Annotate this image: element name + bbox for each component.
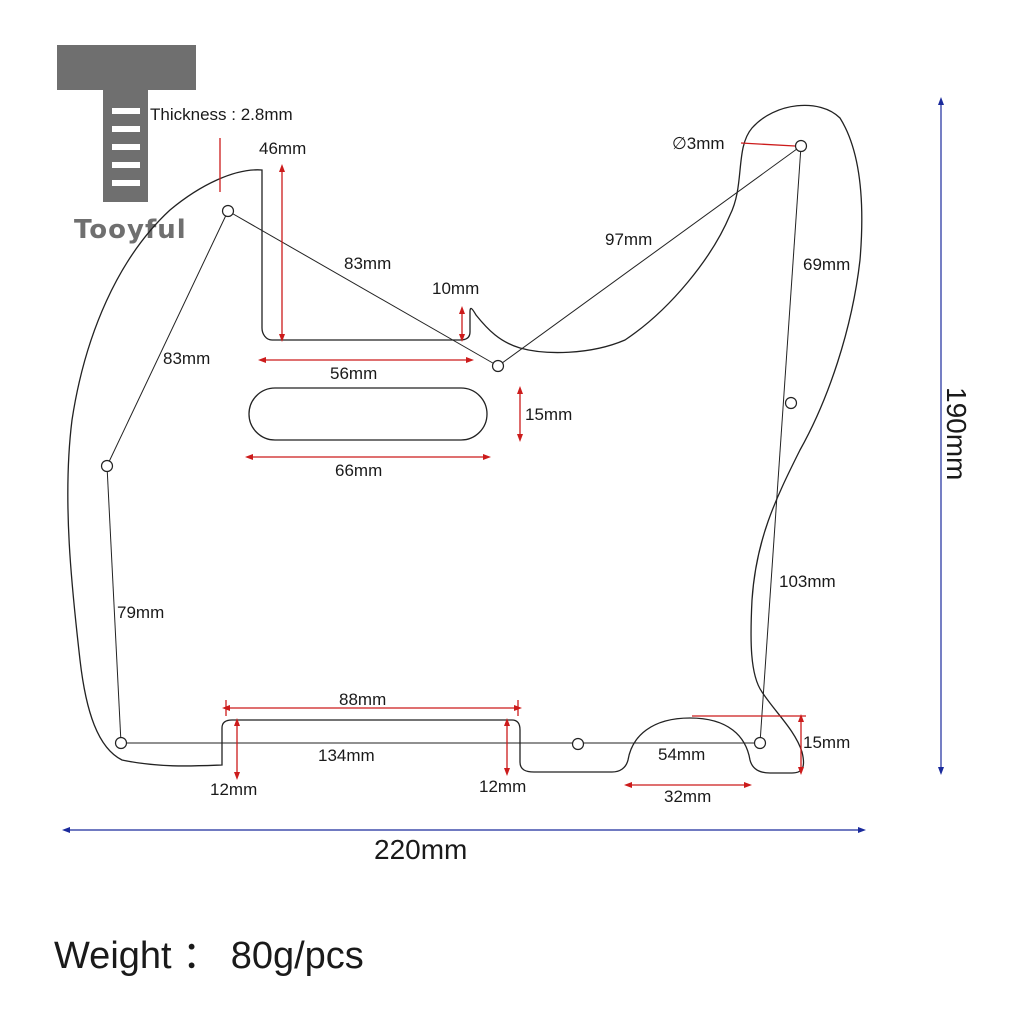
dim-83mm-left: 83mm [163, 349, 210, 368]
dim-190mm: 190mm [941, 387, 972, 480]
hole-connection-lines [106, 145, 802, 744]
dim-79mm: 79mm [117, 603, 164, 622]
screw-hole [491, 359, 505, 373]
weight-label: Weight ： 80g/pcs [54, 935, 364, 977]
dim-83mm-top: 83mm [344, 254, 391, 273]
thickness-label: Thickness : 2.8mm [150, 105, 293, 124]
screw-hole [784, 396, 798, 410]
screw-holes [100, 139, 808, 751]
dim-134mm: 134mm [318, 746, 375, 765]
dim-12mm-right: 12mm [479, 777, 526, 796]
dim-88mm: 88mm [339, 690, 386, 709]
dim-32mm: 32mm [664, 787, 711, 806]
hole-diameter-label: ∅3mm [672, 134, 725, 153]
dim-66mm: 66mm [335, 461, 382, 480]
dim-15mm-slot: 15mm [525, 405, 572, 424]
pickup-slot [248, 387, 488, 441]
dim-56mm: 56mm [330, 364, 377, 383]
dim-12mm-left: 12mm [210, 780, 257, 799]
screw-hole [571, 737, 585, 751]
dim-54mm: 54mm [658, 745, 705, 764]
dim-10mm: 10mm [432, 279, 479, 298]
logo-text: Tooyful [74, 215, 187, 245]
screw-hole [100, 459, 114, 473]
red-dimension-lines [219, 138, 806, 788]
blue-dimension-lines [62, 97, 944, 833]
dim-103mm: 103mm [779, 572, 836, 591]
brand-logo: Tooyful [57, 45, 196, 245]
screw-hole [114, 736, 128, 750]
dim-15mm-bottom: 15mm [803, 733, 850, 752]
dim-97mm: 97mm [605, 230, 652, 249]
dim-46mm: 46mm [259, 139, 306, 158]
dim-220mm: 220mm [374, 834, 467, 865]
screw-hole [794, 139, 808, 153]
screw-hole [753, 736, 767, 750]
dim-69mm: 69mm [803, 255, 850, 274]
screw-hole [221, 204, 235, 218]
